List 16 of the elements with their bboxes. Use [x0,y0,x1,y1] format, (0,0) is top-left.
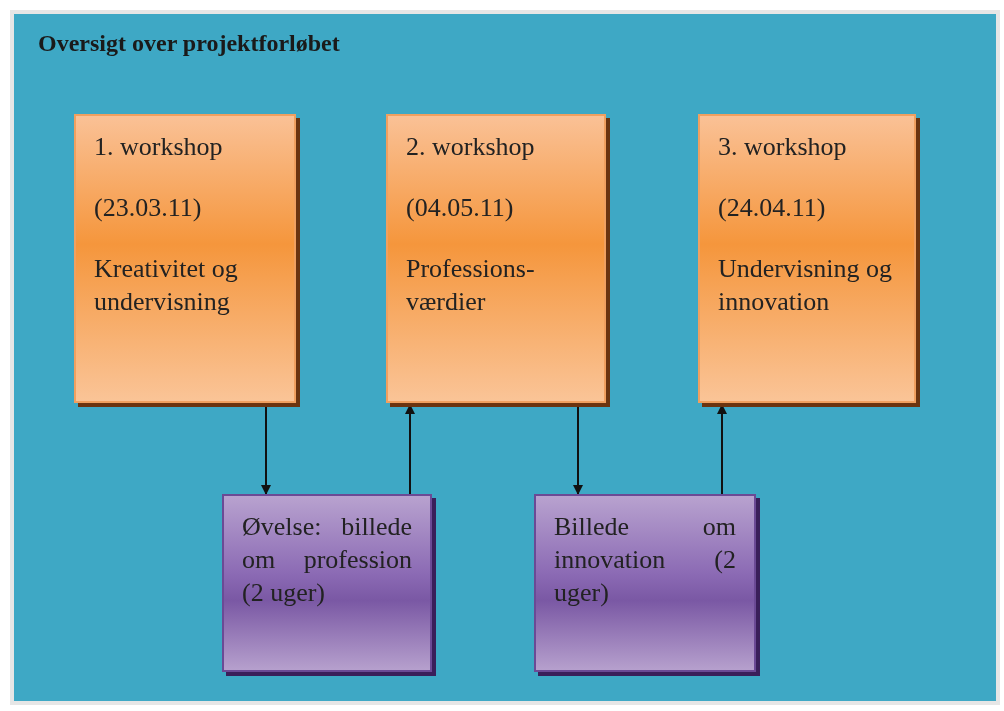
arrow [717,404,727,495]
box-text: Kreativitet og undervisning [94,253,239,318]
diagram-title: Oversigt over projektforløbet [38,30,340,57]
box-text: (04.05.11) [406,192,515,224]
box-text: (23.03.11) [94,192,203,224]
box-text: Undervisning og innovation [718,253,894,318]
box-heading: 2. workshop [406,131,536,163]
arrow [573,404,583,495]
box-text: (24.04.11) [718,192,827,224]
box-text: Professions-værdier [406,253,536,318]
box-heading: 3. workshop [718,131,848,163]
box-text: Øvelse: billede om profession (2 uger) [242,511,412,609]
box-heading: 1. workshop [94,131,224,163]
arrow [261,404,271,495]
box-text: Billede om innovation (2 uger) [554,511,736,609]
arrow [405,404,415,495]
